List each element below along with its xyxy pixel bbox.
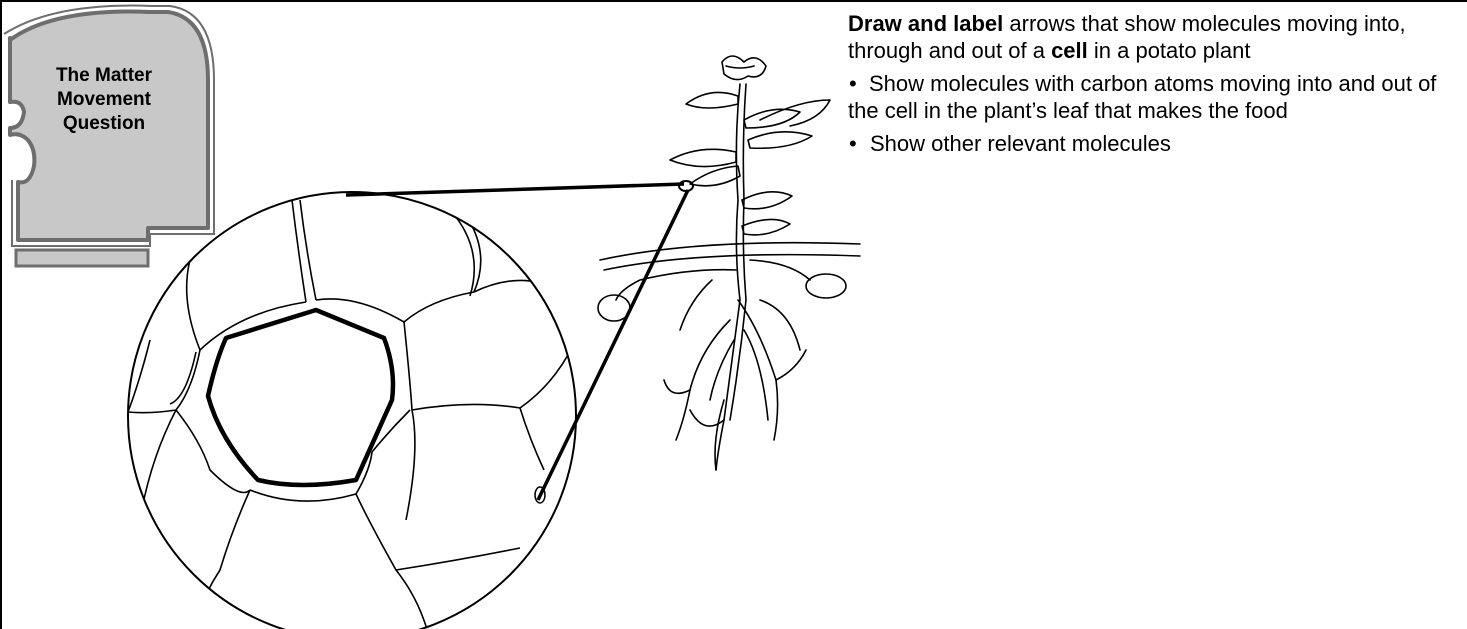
lead-bold-cell: cell bbox=[1051, 38, 1088, 63]
lead-text-2: in a potato plant bbox=[1088, 38, 1251, 63]
bullet-item-1: •Show molecules with carbon atoms moving… bbox=[848, 71, 1463, 124]
badge-title-line-1: The Matter bbox=[30, 64, 178, 88]
bullet-1-text: Show molecules with carbon atoms moving … bbox=[848, 71, 1436, 123]
magnified-cell-circle-icon bbox=[128, 192, 580, 629]
bullet-item-2: • Show other relevant molecules bbox=[848, 131, 1463, 158]
bullet-2-text: Show other relevant molecules bbox=[870, 131, 1171, 156]
lead-bold-text: Draw and label bbox=[848, 11, 1003, 36]
badge-title-line-2: Movement bbox=[30, 88, 178, 112]
potato-plant-illustration-icon bbox=[598, 56, 860, 470]
bullet-icon: • bbox=[849, 71, 857, 98]
instructions-panel: Draw and label arrows that show molecule… bbox=[848, 11, 1463, 158]
badge-title: The Matter Movement Question bbox=[30, 64, 178, 136]
bullet-icon: • bbox=[849, 131, 857, 158]
badge-title-line-3: Question bbox=[30, 112, 178, 136]
instructions-lead: Draw and label arrows that show molecule… bbox=[848, 11, 1463, 64]
